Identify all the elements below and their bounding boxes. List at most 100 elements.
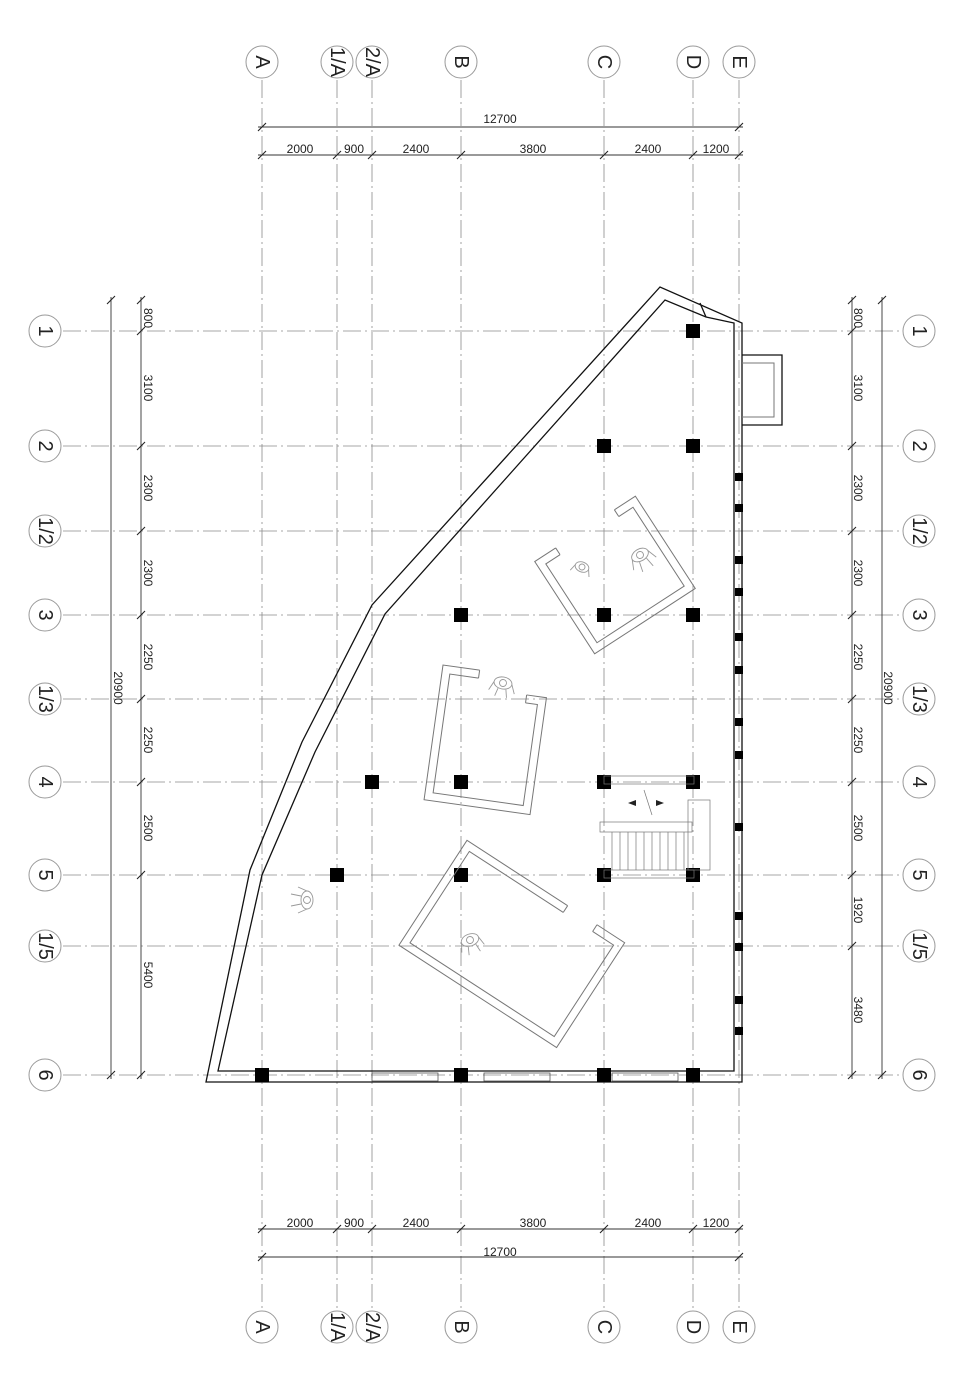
dim-left-seg: 2250 — [141, 644, 155, 671]
wall-joint — [699, 302, 707, 318]
column — [365, 775, 379, 789]
axis-label: 5 — [34, 869, 56, 880]
axis-bubble-bottom-a: A — [245, 1310, 279, 1344]
dim-bottom-seg: 2000 — [287, 1216, 314, 1230]
axis-label: B — [450, 1320, 472, 1333]
column — [686, 324, 700, 338]
window-strip — [483, 1072, 551, 1082]
dimension-tick — [136, 1070, 146, 1080]
dimension-tick — [847, 777, 857, 787]
axis-label: 1/2 — [34, 517, 56, 545]
exhibition-boxes — [398, 495, 696, 1049]
stair-side-wall — [687, 799, 711, 871]
dim-bottom-seg: 900 — [344, 1216, 364, 1230]
axis-bubble-left-4: 4 — [28, 765, 62, 799]
wall-post — [735, 912, 743, 920]
axis-bubble-left-5: 5 — [28, 858, 62, 892]
axis-bubble-right-3: 3 — [902, 598, 936, 632]
axis-label: 1 — [34, 325, 56, 336]
window-strip — [611, 1072, 679, 1082]
top-axis-bubbles: A 1/A 2/A B C D E — [245, 45, 756, 79]
axis-label: 1 — [908, 325, 930, 336]
column — [686, 868, 700, 882]
exhibit-box-lower — [398, 839, 626, 1049]
axis-label: D — [682, 1320, 704, 1334]
axis-label: 1/3 — [34, 685, 56, 713]
dimension-tick — [688, 1224, 698, 1234]
dimension-tick — [257, 1224, 267, 1234]
axis-label: 4 — [34, 776, 56, 787]
column — [454, 868, 468, 882]
wall-post — [735, 504, 743, 512]
dimension-tick — [847, 870, 857, 880]
axis-label: A — [251, 55, 273, 69]
dimension-tick — [456, 1224, 466, 1234]
axis-bubble-bottom-1a: 1/A — [320, 1310, 354, 1344]
dimension-tick — [257, 122, 267, 132]
dimension-ticks — [106, 122, 887, 1262]
wall-post — [735, 718, 743, 726]
axis-label: E — [728, 55, 750, 68]
axis-label: C — [593, 1320, 615, 1334]
dimension-tick — [367, 150, 377, 160]
axis-bubble-left-1-2: 1/2 — [28, 514, 62, 548]
dim-right-seg: 2250 — [851, 727, 865, 754]
dim-left-seg: 5400 — [141, 962, 155, 989]
wall-post — [735, 751, 743, 759]
dimension-tick — [332, 150, 342, 160]
axis-label: D — [682, 55, 704, 69]
east-wall-posts — [735, 473, 743, 1035]
wall-post — [735, 588, 743, 596]
dimension-tick — [734, 150, 744, 160]
dimension-tick — [332, 1224, 342, 1234]
axis-bubble-top-1a: 1/A — [320, 45, 354, 79]
axis-label: 2 — [34, 440, 56, 451]
stair-wall — [603, 869, 695, 879]
wall-post — [735, 556, 743, 564]
dimension-tick — [847, 295, 857, 305]
dim-right-seg: 3100 — [851, 375, 865, 402]
dim-bottom-seg: 1200 — [703, 1216, 730, 1230]
axis-label: A — [251, 1320, 273, 1334]
stair-arrow-icon — [656, 800, 664, 806]
axis-label: 2/A — [361, 47, 383, 78]
wall-post — [735, 666, 743, 674]
column — [686, 775, 700, 789]
dimension-tick — [106, 295, 116, 305]
outer-wall — [205, 286, 743, 1083]
axis-bubble-left-3: 3 — [28, 598, 62, 632]
person-figure — [569, 561, 590, 578]
axis-bubble-right-2: 2 — [902, 429, 936, 463]
wall-post — [735, 943, 743, 951]
dimension-tick — [257, 150, 267, 160]
column — [330, 868, 344, 882]
axis-label: 1/A — [326, 1312, 348, 1343]
axis-bubble-top-d: D — [676, 45, 710, 79]
person-figure — [631, 547, 657, 573]
axis-label: 3 — [908, 609, 930, 620]
dim-right-seg: 2500 — [851, 815, 865, 842]
axis-label: 5 — [908, 869, 930, 880]
axis-bubble-right-6: 6 — [902, 1058, 936, 1092]
dimension-tick — [106, 1070, 116, 1080]
axis-bubble-right-1-3: 1/3 — [902, 682, 936, 716]
dim-top-seg: 3800 — [520, 142, 547, 156]
dim-right-total: 20900 — [881, 671, 895, 705]
dimension-tick — [599, 150, 609, 160]
dim-bottom-total: 12700 — [483, 1245, 517, 1259]
stair-break-line — [643, 789, 653, 816]
axis-bubble-top-a: A — [245, 45, 279, 79]
dimension-tick — [136, 870, 146, 880]
dim-top-seg: 2400 — [403, 142, 430, 156]
dim-right-seg: 2300 — [851, 560, 865, 587]
dimension-tick — [847, 441, 857, 451]
dimension-tick — [688, 150, 698, 160]
axis-bubble-left-6: 6 — [28, 1058, 62, 1092]
axis-label: 1/A — [326, 47, 348, 78]
window-strip — [371, 1072, 439, 1082]
wall-post — [735, 1027, 743, 1035]
axis-bubble-left-1-5: 1/5 — [28, 929, 62, 963]
axis-bubble-right-5: 5 — [902, 858, 936, 892]
dim-top-seg: 900 — [344, 142, 364, 156]
dimension-tick — [877, 1070, 887, 1080]
